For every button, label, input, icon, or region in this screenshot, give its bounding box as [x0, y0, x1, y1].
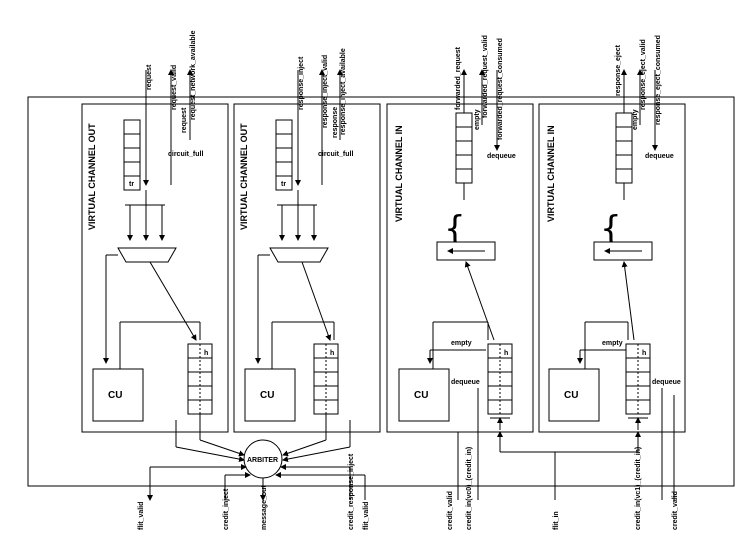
- control-unit-label: CU: [108, 390, 122, 401]
- channel-title: VIRTUAL CHANNEL OUT: [87, 123, 97, 230]
- top-signal-3: forwarded_request_consumed: [497, 38, 504, 140]
- fifo-tag: tr: [129, 181, 134, 188]
- signal-label: credit_valid: [672, 491, 679, 530]
- virtual-channel-in-1: VIRTUAL CHANNEL IN forwarded_request for…: [386, 35, 534, 500]
- signal-label: credit_in(vc0)_(credit_in): [466, 447, 473, 530]
- control-unit: [92, 368, 144, 422]
- signal-label: credit_valid: [447, 491, 454, 530]
- signal-label: flit_valid: [363, 502, 370, 530]
- side-label: empty: [451, 340, 472, 347]
- top-signal-2: request_valid: [171, 65, 178, 110]
- inner-label: dequeue: [487, 153, 516, 160]
- top-signal-3: request_network_available: [190, 30, 197, 120]
- bottom-label: dequeue: [451, 379, 480, 386]
- top-signal-1: response_eject: [615, 44, 622, 96]
- mux: [117, 247, 177, 263]
- side-label: empty: [602, 340, 623, 347]
- top-signal-3: response_eject_consumed: [655, 35, 662, 125]
- fifo: [275, 119, 293, 191]
- top-signal-1: response_inject: [298, 56, 305, 110]
- fifo-tag: tr: [281, 181, 286, 188]
- channel-title: VIRTUAL CHANNEL IN: [394, 125, 404, 222]
- mux-in-label: circuit_full: [318, 151, 353, 158]
- fifo-tag: empty: [474, 109, 481, 130]
- bottom-label: dequeue: [652, 379, 681, 386]
- virtual-channel-out-2: VIRTUAL CHANNEL OUT tr circuit_full resp…: [233, 48, 381, 433]
- signal-label: message_out: [261, 485, 268, 530]
- arbiter-block: ARBITER: [147, 420, 366, 501]
- queue-tag: h: [504, 350, 508, 357]
- mux: [269, 247, 329, 263]
- control-unit-label: CU: [260, 390, 274, 401]
- input-queue: [487, 343, 513, 415]
- arbiter-label: ARBITER: [247, 457, 278, 464]
- virtual-channel-in-2: VIRTUAL CHANNEL IN response_eject respon…: [538, 35, 686, 500]
- bottom-signals: flit_valid credit_inject message_out cre…: [138, 447, 679, 530]
- signal-label: flit_in: [553, 511, 560, 530]
- channel-title: VIRTUAL CHANNEL OUT: [239, 123, 249, 230]
- signal-label: flit_valid: [138, 502, 145, 530]
- inner-label: response: [332, 107, 339, 138]
- control-unit-label: CU: [564, 390, 578, 401]
- fifo: [123, 119, 141, 191]
- mux-in-label: circuit_full: [168, 151, 203, 158]
- queue-tag: h: [642, 350, 646, 357]
- top-signal-2: forwarded_request_valid: [482, 35, 489, 118]
- top-signal-1: request: [146, 64, 153, 90]
- control-unit: [244, 368, 296, 422]
- inner-label: request: [181, 107, 188, 133]
- output-queue: [313, 343, 339, 415]
- brace-icon: {: [600, 209, 622, 249]
- channel-title: VIRTUAL CHANNEL IN: [546, 125, 556, 222]
- brace-icon: {: [444, 209, 466, 249]
- virtual-channel-out-1: VIRTUAL CHANNEL OUT tr circuit_full requ…: [81, 30, 229, 433]
- control-unit: [548, 368, 600, 422]
- signal-label: credit_in(vc1)_(credit_in): [635, 447, 642, 530]
- queue-tag: h: [330, 350, 334, 357]
- top-signal-3: response_inject_available: [340, 48, 347, 135]
- top-signal-1: forwarded_request: [455, 46, 462, 110]
- top-signal-2: response_inject_valid: [322, 55, 329, 128]
- fifo-tag: empty: [632, 109, 639, 130]
- control-unit: [398, 368, 450, 422]
- top-signal-2: response_eject_valid: [640, 39, 647, 110]
- input-queue: [625, 343, 651, 415]
- output-queue: [187, 343, 213, 415]
- control-unit-label: CU: [414, 390, 428, 401]
- inner-label: dequeue: [645, 153, 674, 160]
- queue-tag: h: [204, 350, 208, 357]
- signal-label: credit_response_inject: [348, 453, 355, 530]
- signal-label: credit_inject: [223, 488, 230, 530]
- fifo: [455, 112, 473, 184]
- fifo: [615, 112, 633, 184]
